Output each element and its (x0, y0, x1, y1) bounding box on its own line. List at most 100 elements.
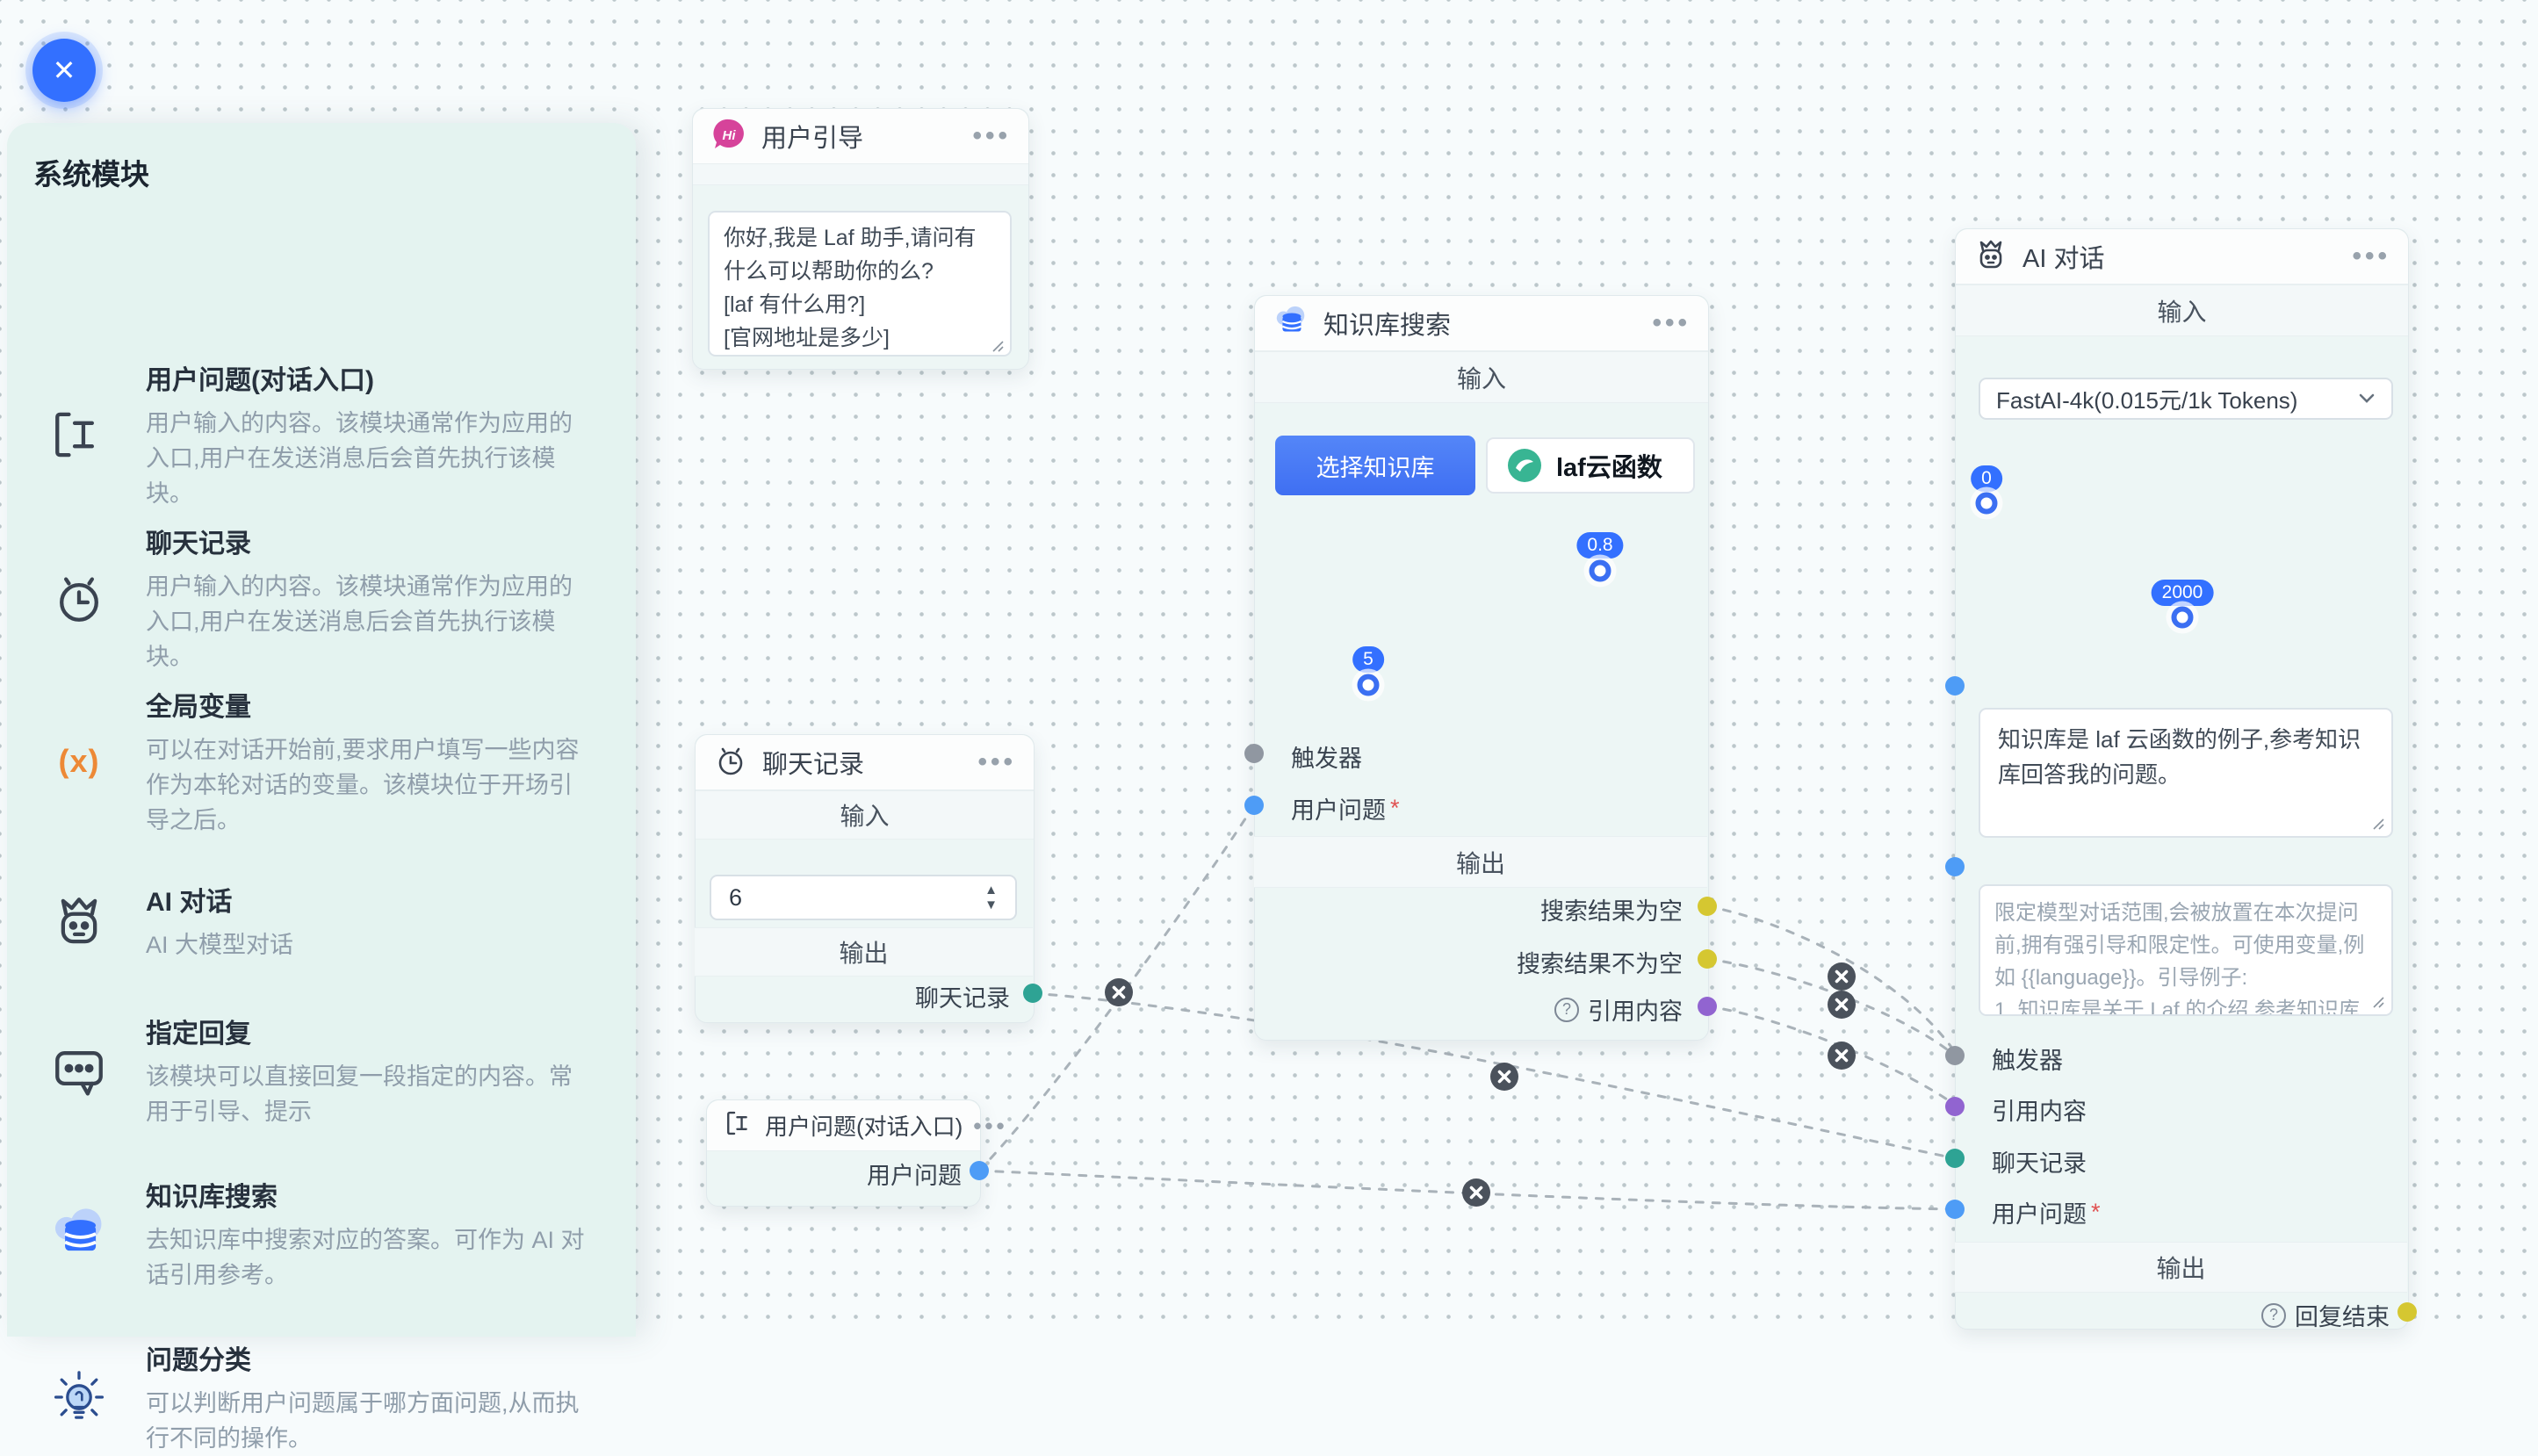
question-mark-icon[interactable]: ? (1554, 997, 1579, 1022)
slider-knob (1589, 559, 1611, 582)
port-label-history-out: 聊天记录 (915, 985, 1010, 1012)
port-label-trigger: 触发器 (1992, 1048, 2063, 1074)
sidebar-item-ai-chat[interactable]: AI 对话 AI 大模型对话 (42, 880, 604, 962)
question-mark-icon[interactable]: ? (2261, 1302, 2286, 1328)
lightbulb-icon (42, 1368, 116, 1426)
node-user-question[interactable]: 用户问题(对话入口) ••• (706, 1099, 1005, 1207)
database-icon (1273, 303, 1309, 344)
port-kb-quote[interactable] (1698, 997, 1717, 1016)
sidebar-item-label: 知识库搜索 (146, 1183, 278, 1212)
node-subbar (693, 164, 1028, 185)
kb-tag-label: laf云函数 (1556, 454, 1662, 482)
input-section-header: 输入 (696, 790, 1034, 840)
port-ai-limit-words[interactable] (1945, 857, 1965, 876)
sidebar-item-label: 问题分类 (146, 1346, 251, 1375)
port-user-question-out[interactable] (970, 1161, 989, 1180)
robot-icon (42, 892, 116, 950)
port-label-result-empty: 搜索结果为空 (1540, 898, 1683, 925)
port-ai-question[interactable] (1945, 1200, 1965, 1219)
port-ai-reply-done[interactable] (2397, 1302, 2417, 1322)
sidebar-item-label: 指定回复 (146, 1020, 251, 1049)
sidebar-item-user-question[interactable]: 用户问题(对话入口) 用户输入的内容。该模块通常作为应用的入口,用户在发送消息后… (42, 358, 604, 511)
node-title: 知识库搜索 (1323, 312, 1452, 340)
chat-bubble-icon (42, 1042, 116, 1099)
input-section-header: 输入 (1956, 285, 2408, 336)
node-header[interactable]: AI 对话 ••• (1956, 229, 2408, 285)
slider-knob (2171, 606, 2194, 629)
kb-tag[interactable]: laf云函数 (1486, 437, 1695, 494)
sidebar-item-desc: 用户输入的内容。该模块通常作为应用的入口,用户在发送消息后会首先执行该模块。 (146, 410, 573, 507)
max-records-input[interactable]: 6 ▲ ▼ (710, 875, 1017, 920)
node-kb-search[interactable]: 知识库搜索 ••• 输入 (1254, 295, 1709, 1041)
sidebar-item-desc: 该模块可以直接回复一段指定的内容。常用于引导、提示 (146, 1063, 573, 1125)
welcome-textarea[interactable]: 你好,我是 Laf 助手,请问有什么可以帮助你的么? [laf 有什么用?] [… (708, 211, 1012, 357)
port-ai-quote[interactable] (1945, 1097, 1965, 1116)
stepper-down-icon: ▼ (984, 897, 998, 912)
variable-icon: (x) (58, 743, 100, 779)
sidebar-item-question-classify[interactable]: 问题分类 可以判断用户问题属于哪方面问题,从而执行不同的操作。 (42, 1338, 604, 1456)
sidebar-item-desc: 用户输入的内容。该模块通常作为应用的入口,用户在发送消息后会首先执行该模块。 (146, 573, 573, 670)
delete-connection-icon[interactable] (1828, 1042, 1856, 1070)
laf-icon (1507, 448, 1542, 483)
select-kb-button[interactable]: 选择知识库 (1275, 436, 1475, 495)
node-title: 用户问题(对话入口) (765, 1114, 963, 1140)
input-section-header: 输入 (1255, 351, 1708, 403)
more-icon[interactable]: ••• (977, 747, 1016, 776)
output-section-header: 输出 (1955, 1242, 2407, 1293)
sidebar-title: 系统模块 (33, 158, 149, 191)
delete-connection-icon[interactable] (1828, 991, 1856, 1019)
model-select[interactable]: FastAI-4k(0.015元/1k Tokens) (1979, 378, 2393, 420)
port-history-out[interactable] (1023, 984, 1042, 1003)
port-kb-trigger[interactable] (1244, 744, 1264, 763)
port-kb-result-not-empty[interactable] (1698, 949, 1717, 969)
required-mark: * (1390, 795, 1400, 821)
delete-connection-icon[interactable] (1462, 1178, 1490, 1207)
sidebar-item-kb-search[interactable]: 知识库搜索 去知识库中搜索对应的答案。可作为 AI 对话引用参考。 (42, 1175, 604, 1293)
text-cursor-icon (725, 1108, 754, 1142)
system-prompt-textarea[interactable]: 知识库是 laf 云函数的例子,参考知识库回答我的问题。 (1979, 708, 2393, 838)
node-title: AI 对话 (2022, 245, 2105, 273)
port-ai-trigger[interactable] (1945, 1046, 1965, 1065)
node-header[interactable]: 聊天记录 ••• (696, 735, 1034, 790)
sidebar-item-fixed-reply[interactable]: 指定回复 该模块可以直接回复一段指定的内容。常用于引导、提示 (42, 1012, 604, 1129)
text-cursor-icon (42, 406, 116, 464)
sidebar-item-label: 用户问题(对话入口) (146, 366, 374, 395)
node-header[interactable]: 用户问题(对话入口) ••• (707, 1100, 1005, 1151)
slider-value-bubble: 0 (1971, 465, 2002, 492)
connections-layer (977, 804, 1957, 1211)
port-kb-question[interactable] (1244, 796, 1264, 815)
sidebar-item-chat-history[interactable]: 聊天记录 用户输入的内容。该模块通常作为应用的入口,用户在发送消息后会首先执行该… (42, 522, 604, 674)
delete-connection-icon[interactable] (1105, 978, 1133, 1006)
delete-connection-icon[interactable] (1828, 962, 1856, 991)
more-icon[interactable]: ••• (973, 1112, 1008, 1139)
port-label-quote: ? 引用内容 (1554, 992, 1683, 1027)
port-label-trigger: 触发器 (1291, 746, 1362, 772)
port-ai-history[interactable] (1945, 1149, 1965, 1168)
sidebar-item-desc: 可以在对话开始前,要求用户填写一些内容作为本轮对话的变量。该模块位于开场引导之后… (146, 737, 580, 833)
sidebar-item-label: 聊天记录 (146, 530, 251, 559)
slider-value-bubble: 5 (1352, 646, 1384, 673)
node-header[interactable]: Hi 用户引导 ••• (693, 109, 1028, 164)
node-header[interactable]: 知识库搜索 ••• (1255, 296, 1708, 351)
slider-knob (1975, 492, 1998, 515)
limit-words-textarea[interactable] (1979, 884, 2393, 1016)
more-icon[interactable]: ••• (1652, 308, 1691, 337)
delete-connection-buttons (1105, 962, 1856, 1207)
sidebar-item-desc: AI 大模型对话 (146, 932, 294, 958)
sidebar-item-desc: 去知识库中搜索对应的答案。可作为 AI 对话引用参考。 (146, 1227, 585, 1288)
output-section-header: 输出 (695, 927, 1033, 977)
number-stepper[interactable]: ▲ ▼ (984, 883, 998, 912)
model-value: FastAI-4k(0.015元/1k Tokens) (1996, 386, 2298, 414)
more-icon[interactable]: ••• (972, 121, 1011, 150)
clock-icon (42, 569, 116, 627)
sidebar-item-global-variable[interactable]: (x) 全局变量 可以在对话开始前,要求用户填写一些内容作为本轮对话的变量。该模… (42, 685, 604, 838)
delete-connection-icon[interactable] (1490, 1063, 1518, 1091)
close-panel-button[interactable]: ✕ (32, 39, 96, 102)
sidebar-item-label: AI 对话 (146, 888, 233, 917)
required-mark: * (2091, 1199, 2101, 1225)
stepper-up-icon: ▲ (984, 883, 998, 897)
port-kb-result-empty[interactable] (1698, 897, 1717, 916)
more-icon[interactable]: ••• (2352, 241, 2390, 270)
port-ai-system-prompt[interactable] (1945, 676, 1965, 696)
